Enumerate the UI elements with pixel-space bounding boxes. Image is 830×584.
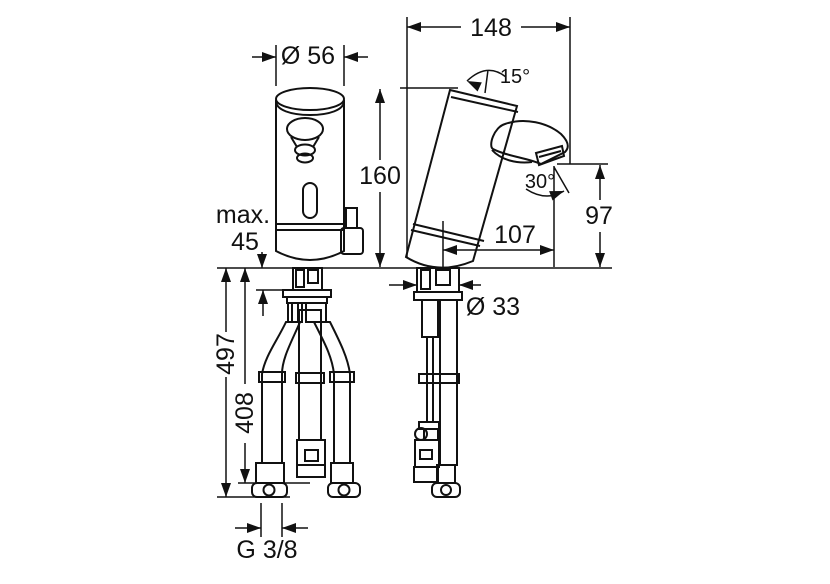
- control-box: [296, 439, 326, 478]
- dim-overall-depth: 148: [406, 14, 571, 258]
- front-mounting-flange: [282, 289, 332, 304]
- side-base-seam: [410, 223, 485, 247]
- side-view: [404, 88, 569, 498]
- hose-ferrule: [255, 462, 285, 484]
- dim-outlet-height: 97: [557, 163, 613, 267]
- dim-hose-partial-label: 408: [231, 392, 259, 434]
- dim-top-diameter-label: Ø 56: [281, 42, 335, 70]
- front-hose-right: [312, 321, 361, 498]
- g38-nut-side: [431, 482, 461, 498]
- front-body: [275, 87, 345, 261]
- dim-outlet-angle-label: 30°: [525, 171, 555, 193]
- front-hose-middle: [295, 309, 326, 478]
- dim-hose-total-label: 497: [212, 333, 240, 375]
- dim-body-height: 160: [359, 87, 458, 267]
- dim-connection-thread: G 3/8: [235, 503, 308, 564]
- dim-overall-depth-label: 148: [470, 14, 512, 42]
- dimension-annotations: Ø 56 148 15° 160 30° 97: [212, 14, 613, 564]
- side-hose-end: [431, 464, 461, 498]
- front-shank: [292, 267, 323, 291]
- dim-deck-thickness-value: 45: [231, 228, 259, 256]
- dim-top-diameter: Ø 56: [252, 42, 368, 86]
- front-view: [251, 87, 364, 498]
- g38-nut-right: [327, 482, 361, 498]
- sensor-window: [302, 182, 318, 219]
- side-control-box: [414, 439, 440, 468]
- front-spout-cone: [286, 117, 324, 164]
- dim-outlet-height-label: 97: [585, 202, 613, 230]
- g38-nut-left: [251, 482, 288, 498]
- side-lever: [340, 207, 364, 255]
- side-fixing-assembly: [413, 299, 440, 483]
- side-hose-clip: [418, 373, 460, 384]
- dim-connection-thread-label: G 3/8: [236, 536, 297, 564]
- dim-tilt-angle: 15°: [464, 66, 530, 94]
- dim-shank-diameter: Ø 33: [389, 280, 520, 321]
- dim-body-height-label: 160: [359, 162, 401, 190]
- dim-hose-total-length: 497: [212, 268, 290, 498]
- dim-spout-reach-label: 107: [494, 221, 536, 249]
- dim-hose-partial-length: 408: [231, 268, 310, 484]
- front-base-seam: [276, 223, 344, 231]
- dim-outlet-angle: 30°: [525, 166, 570, 267]
- dim-tilt-angle-label: 15°: [500, 66, 530, 88]
- front-top-cap: [275, 87, 345, 111]
- dim-shank-diameter-label: Ø 33: [466, 293, 520, 321]
- side-shank: [413, 267, 463, 301]
- side-spout: [490, 120, 569, 167]
- dim-spout-reach: 107: [442, 221, 554, 267]
- front-hose-left: [251, 321, 302, 498]
- aerator-outlet: [534, 144, 566, 167]
- hose-ferrule: [330, 462, 354, 484]
- side-mounting-flange: [413, 291, 463, 301]
- dim-deck-thickness: max. 45: [216, 201, 283, 316]
- dim-deck-thickness-prefix: max.: [216, 201, 270, 229]
